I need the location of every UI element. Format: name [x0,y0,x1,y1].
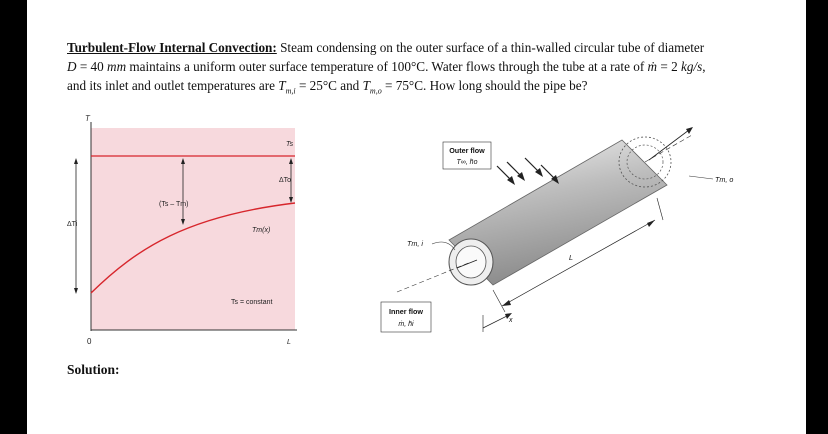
problem-line-2: D = 40 mm maintains a uniform outer surf… [67,57,767,76]
ts-constant-label: Ts = constant [231,299,272,306]
inner-flow-title: Inner flow [389,307,423,316]
inner-flow-sub: ṁ, h̄i [398,321,414,328]
exit-flow-arrow [648,129,690,161]
var-tmo-sub: m,o [369,86,382,96]
unit-kgs: kg/s [680,59,703,74]
x-axis-arrow-head [505,313,512,319]
var-mdot: ṁ [647,59,658,74]
pipe-illustration: Outer flow T∞, h̄o Tm, i Tm, o Inner flo… [380,127,733,333]
problem-title: Turbulent-Flow Internal Convection: [67,40,277,55]
problem-text-2c: maintains a uniform outer surface temper… [126,59,648,74]
temperature-profile-graph: T ΔTi (Ts – Tm) ΔTo Ts Tm(x) Ts = consta… [67,114,297,346]
inner-flow-box [380,301,432,333]
tmi-leader [431,241,456,251]
outer-flow-arrow-head-2 [517,172,525,181]
problem-text-2b: = 40 [76,59,108,74]
tmo-leader [688,175,714,180]
length-dimension-tick-end [656,197,664,221]
x-label: x [508,317,513,324]
graph-end-label: L [287,339,291,346]
outer-flow-sub: T∞, h̄o [457,159,478,166]
delta-ti-arrow-head-up [74,158,78,164]
outer-flow-box [442,141,492,170]
delta-ti-arrow-head-down [74,288,78,294]
var-d: D [67,59,77,74]
outer-flow-arrow-head-1 [507,176,515,185]
outer-flow-arrow-head-3 [535,168,543,177]
var-tmo: T [362,78,370,93]
length-label: L [569,253,573,262]
pipe-outlet-inner-outline [626,144,664,180]
x-axis-arrow [482,314,510,329]
outer-flow-arrow-head-4 [551,175,559,184]
solution-heading: Solution: [67,362,120,377]
delta-ti-label: ΔTi [67,221,78,228]
exit-flow-arrow-head [686,127,693,134]
diff-arrow-head-up [181,158,185,164]
tm-curve [90,202,296,294]
problem-text-3b: = 25°C and [295,78,363,93]
problem-text-3a: and its inlet and outlet temperatures ar… [67,78,279,93]
length-arrow-head-end [647,220,655,227]
length-arrow-head-start [502,300,511,306]
diff-arrow-head-down [181,219,185,225]
problem-text-2e: , [702,59,706,74]
length-dimension-tick-start [492,289,506,313]
ts-label: Ts [286,141,294,148]
length-dimension-line [501,219,656,307]
delta-to-arrow-head-up [289,158,293,164]
outer-flow-title: Outer flow [449,146,485,155]
delta-to-arrow-head-down [289,197,293,203]
outer-flow-arrows [496,157,558,183]
delta-to-label: ΔTo [279,177,291,184]
var-tmi: T [278,78,286,93]
unit-mm: mm [107,59,127,74]
graph-origin-label: 0 [87,337,92,346]
tm-label: Tm(x) [252,227,270,234]
graph-background [91,128,295,330]
problem-line-1: Turbulent-Flow Internal Convection: Stea… [67,38,767,57]
graph-y-axis-label: T [85,114,91,123]
problem-line-3: and its inlet and outlet temperatures ar… [67,76,767,101]
tmo-label: Tm, o [715,175,733,184]
inner-flow-arrow [456,259,478,269]
diff-label: (Ts – Tm) [159,201,188,208]
problem-text-3c: = 75°C. How long should the pipe be? [381,78,588,93]
tmi-label: Tm, i [407,239,423,248]
document-page: Turbulent-Flow Internal Convection: Stea… [27,0,806,434]
var-tmi-sub: m,i [285,86,296,96]
problem-text-1: Steam condensing on the outer surface of… [276,40,705,55]
problem-text-2d: = 2 [657,59,681,74]
problem-statement: Turbulent-Flow Internal Convection: Stea… [67,38,767,101]
pipe-outlet-outline [618,136,672,188]
